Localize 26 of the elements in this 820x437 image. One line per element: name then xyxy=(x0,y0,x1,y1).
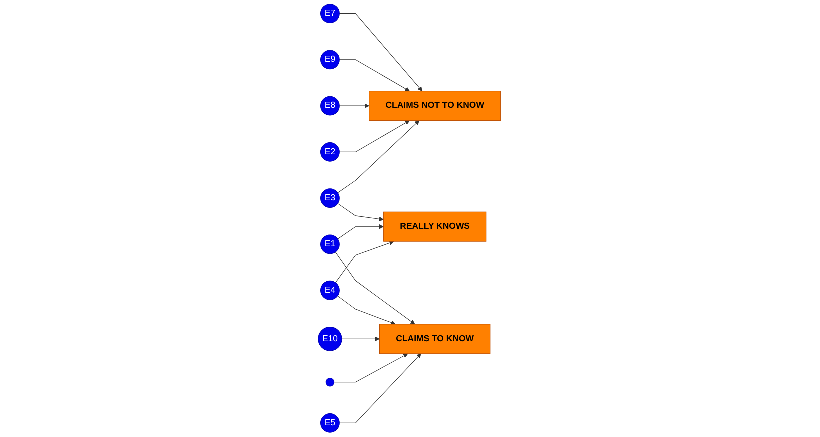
arrow xyxy=(340,104,370,108)
node-circle: E7 xyxy=(320,4,340,24)
arrow xyxy=(336,252,416,325)
node-box: CLAIMS TO KNOW xyxy=(380,324,492,354)
node-box: REALLY KNOWS xyxy=(384,212,488,242)
node-box: CLAIMS NOT TO KNOW xyxy=(369,91,502,122)
arrow xyxy=(340,354,422,424)
node-circle: E2 xyxy=(320,142,340,162)
arrow xyxy=(338,224,384,240)
arrow xyxy=(336,240,395,284)
arrow xyxy=(338,120,420,194)
arrow xyxy=(342,336,380,342)
node-circle: E4 xyxy=(320,280,340,300)
node-circle: E5 xyxy=(320,413,340,433)
arrow xyxy=(338,296,396,326)
arrow xyxy=(340,14,424,92)
arrow xyxy=(340,120,410,152)
node-circle: E8 xyxy=(320,96,340,116)
arrow xyxy=(334,354,409,383)
node-circle: E10 xyxy=(318,327,343,352)
arrow xyxy=(340,60,410,92)
node-circle: E3 xyxy=(320,188,340,208)
arrow xyxy=(338,203,384,222)
node-circle xyxy=(326,378,335,387)
node-circle: E1 xyxy=(320,234,340,254)
node-circle: E9 xyxy=(320,50,340,70)
